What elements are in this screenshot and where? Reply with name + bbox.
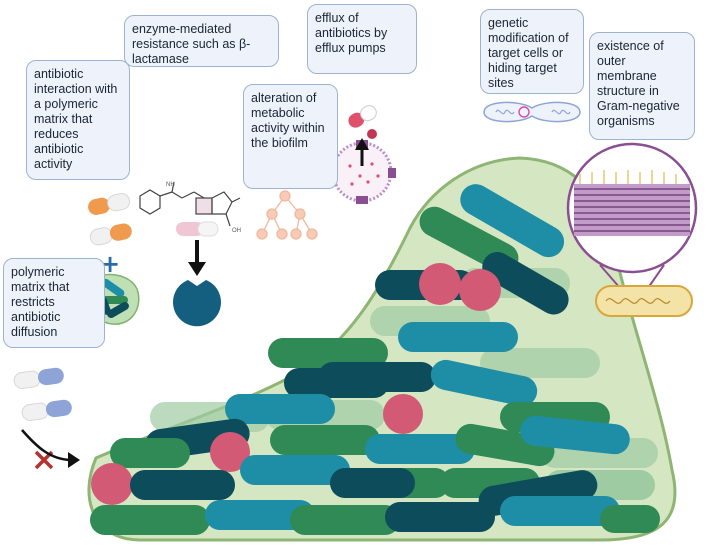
bacterium	[130, 470, 235, 500]
bacterium	[365, 434, 475, 464]
bacterial-coccus	[459, 269, 501, 311]
efflux-tablet-icon	[367, 129, 377, 139]
bacterium	[482, 252, 569, 315]
callout-polymer-interaction: antibiotic interaction with a polymeric …	[26, 60, 130, 180]
blocked-diffusion-arrowhead	[68, 452, 80, 468]
outer-membrane-zoom-icon	[566, 142, 698, 317]
bacteria-cluster	[90, 184, 660, 535]
bacterium	[480, 348, 600, 378]
blocked-capsules-icon	[13, 367, 72, 422]
dividing-cell-icon	[483, 101, 581, 123]
chemical-label: OH	[232, 228, 241, 234]
callout-enzyme-resistance: enzyme-mediated resistance such as β-lac…	[124, 15, 279, 67]
beta-lactam-structure-icon	[139, 181, 241, 227]
lactam-highlight	[197, 221, 219, 237]
metabolic-network-icon	[256, 190, 318, 240]
antibiotic-capsules-top	[88, 193, 132, 246]
bacterium	[225, 394, 335, 424]
bacterium	[385, 502, 495, 532]
bacterial-coccus	[210, 432, 250, 472]
callout-genetic-modification: genetic modification of target cells or …	[480, 9, 584, 94]
lactam-highlight	[176, 222, 204, 236]
bacterium	[520, 415, 630, 455]
callout-matrix-diffusion: polymeric matrix that restricts antibiot…	[3, 258, 105, 348]
chemical-label: NH	[166, 182, 175, 188]
callout-efflux: efflux of antibiotics by efflux pumps	[307, 4, 417, 74]
bacterium	[270, 425, 380, 455]
bacterium	[90, 505, 210, 535]
bacterial-coccus	[383, 394, 423, 434]
up-arrow-icon	[355, 138, 369, 166]
bacterium	[284, 368, 389, 398]
callout-metabolic-alteration: alteration of metabolic activity within …	[243, 84, 338, 189]
blocked-diffusion-arrow	[21, 429, 73, 462]
bacterium	[398, 322, 518, 352]
bacterium	[500, 496, 620, 526]
bacterium	[290, 505, 400, 535]
down-arrow-icon	[188, 240, 206, 276]
bacterium	[205, 500, 315, 530]
beta-lactamase-enzyme-icon	[173, 280, 222, 327]
bacterium	[268, 338, 388, 368]
bacterial-coccus	[91, 463, 133, 505]
bacterium	[330, 468, 415, 498]
bacterium	[110, 438, 190, 468]
bacterium	[240, 455, 350, 485]
callout-outer-membrane: existence of outer membrane structure in…	[589, 32, 695, 140]
bacterium	[430, 359, 538, 407]
bacterial-coccus	[419, 263, 461, 305]
efflux-capsule-icon	[348, 105, 377, 128]
bacterium	[600, 505, 660, 533]
bacterium	[460, 184, 565, 258]
